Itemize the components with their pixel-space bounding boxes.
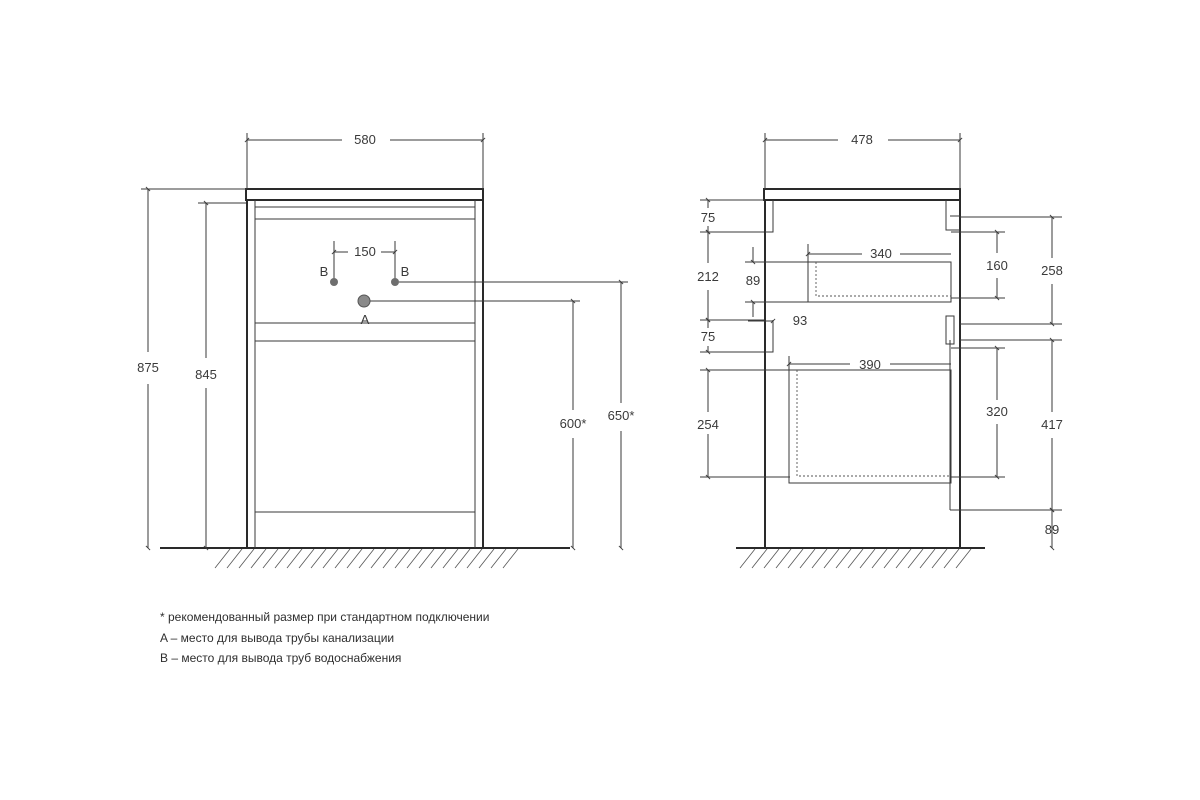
upper-drawer-box [807,261,952,303]
dim-width-580: 580 [354,132,376,147]
side-back-top-rail [765,200,774,233]
side-floor-hatching [739,548,972,569]
dim-lower-section-417: 417 [1041,417,1063,432]
water-pipe-right [391,278,399,286]
dim-upper-front-212: 212 [697,269,719,284]
dim-upper-depth-340: 340 [870,246,892,261]
legend-notes: * рекомендованный размер при стандартном… [160,607,489,669]
side-view: 478 75 212 75 254 89 93 340 [697,132,1063,569]
side-front-mid-rail [945,315,955,345]
dim-offset-93: 93 [793,313,807,328]
side-back-mid-rail [765,320,774,353]
note-water-supply-location: B – место для вывода труб водоснабжения [160,651,402,665]
dim-lower-front-254: 254 [697,417,719,432]
label-b-left: B [320,264,329,279]
dim-upper-inner-89: 89 [746,273,760,288]
front-floor-hatching [214,548,519,569]
dim-upper-section-258: 258 [1041,263,1063,278]
dim-height-650: 650* [608,408,635,423]
dim-height-875: 875 [137,360,159,375]
dim-top-rail-75: 75 [701,210,715,225]
note-drain-location: A – место для вывода трубы канализации [160,630,395,645]
water-pipe-left [330,278,338,286]
front-countertop [245,188,484,201]
drain-pipe [357,294,371,308]
dim-plinth-89: 89 [1045,522,1059,537]
dim-mid-rail-75: 75 [701,329,715,344]
dim-lower-depth-390: 390 [859,357,881,372]
label-b-right: B [401,264,410,279]
dim-height-600: 600* [560,416,587,431]
dim-depth-478: 478 [851,132,873,147]
label-a: A [361,312,370,327]
dim-pipe-spacing: 150 [354,244,376,259]
side-countertop [763,188,961,201]
dim-lower-clearance-320: 320 [986,404,1008,419]
dim-height-845: 845 [195,367,217,382]
front-view: 580 150 B B A 875 845 600* 650* [137,132,635,569]
front-top-rail [254,206,476,220]
front-middle-rail [254,322,476,342]
lower-drawer-box [788,369,952,484]
note-recommended-size: * рекомендованный размер при стандартном… [160,610,490,624]
dim-upper-clearance-160: 160 [986,258,1008,273]
